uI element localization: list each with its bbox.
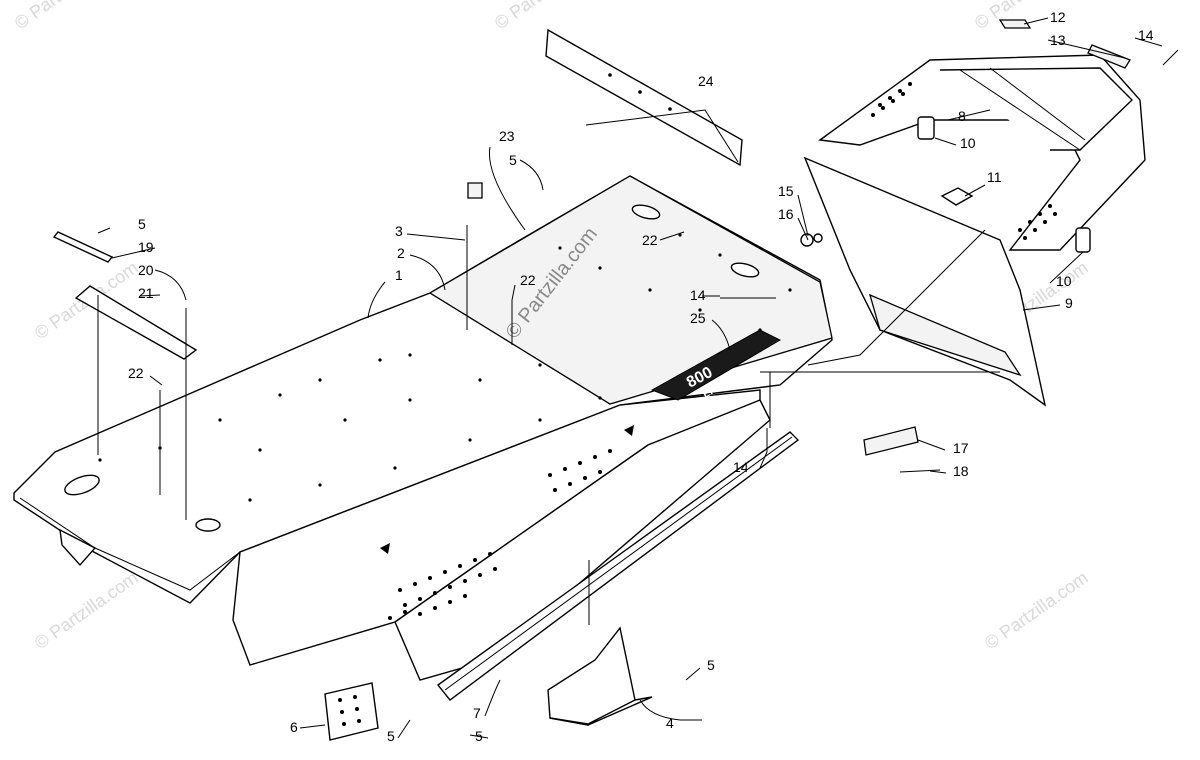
reflector-13 xyxy=(1087,44,1131,69)
reflector-12 xyxy=(998,19,1032,29)
callout-10: 10 xyxy=(960,135,976,151)
callout-16: 16 xyxy=(778,206,794,222)
callout-12: 12 xyxy=(1050,9,1066,25)
screw-18 xyxy=(899,469,941,473)
bracket-4 xyxy=(547,626,653,726)
washer-15-16 xyxy=(800,233,823,247)
callout-labels: 1 2 3 4 5 5 5 5 5 5 6 7 8 9 10 10 11 12 … xyxy=(128,9,1154,744)
callout-14: 14 xyxy=(1138,27,1154,43)
callout-2: 2 xyxy=(397,245,405,261)
flap-24 xyxy=(545,28,743,167)
callout-18: 18 xyxy=(953,463,969,479)
callout-5: 5 xyxy=(138,216,146,232)
tunnel-holes xyxy=(98,233,792,502)
callout-13: 13 xyxy=(1050,32,1066,48)
callout-10: 10 xyxy=(1056,273,1072,289)
watermark-text: © Partzilla.com xyxy=(981,567,1092,653)
watermark-text: © Partzilla.com xyxy=(11,0,122,33)
callout-4: 4 xyxy=(666,715,674,731)
callout-22: 22 xyxy=(128,365,144,381)
snow-flap-9 xyxy=(803,156,1047,407)
callout-14: 14 xyxy=(690,287,706,303)
callout-25: 25 xyxy=(690,310,706,326)
callout-14: 14 xyxy=(733,459,749,475)
callout-5: 5 xyxy=(387,728,395,744)
callout-3: 3 xyxy=(395,223,403,239)
callout-11: 11 xyxy=(987,169,1002,185)
callout-17: 17 xyxy=(953,440,969,456)
plate-6 xyxy=(324,682,379,741)
screw-14 xyxy=(720,49,1179,452)
plate-23 xyxy=(467,182,483,199)
callout-21: 21 xyxy=(138,285,154,301)
bracket-19-20-21 xyxy=(52,231,198,520)
callout-8: 8 xyxy=(958,108,966,124)
callout-1: 1 xyxy=(395,267,403,283)
callout-5: 5 xyxy=(509,152,517,168)
callout-22: 22 xyxy=(642,232,658,248)
callout-7: 7 xyxy=(473,705,481,721)
callout-20: 20 xyxy=(138,262,154,278)
leader-lines xyxy=(97,17,1163,739)
callout-22: 22 xyxy=(520,272,536,288)
callout-23: 23 xyxy=(499,128,515,144)
badge-17 xyxy=(863,426,919,456)
callout-5: 5 xyxy=(707,657,715,673)
tunnel-1 xyxy=(13,175,833,681)
callout-15: 15 xyxy=(778,183,794,199)
callout-24: 24 xyxy=(698,73,714,89)
callout-9: 9 xyxy=(1065,295,1073,311)
decal-25: 800 EFI xyxy=(650,329,782,401)
footrest-holes xyxy=(871,82,1057,240)
callout-19: 19 xyxy=(138,239,154,255)
rear-bumper-8 xyxy=(818,54,1146,251)
callout-6: 6 xyxy=(290,719,298,735)
nut-11 xyxy=(940,187,974,206)
watermark-text: © Partzilla.com xyxy=(491,0,602,33)
rail-7 xyxy=(436,431,800,701)
perforation-pattern xyxy=(388,449,612,620)
watermark-text: © Partzilla.com xyxy=(31,567,142,653)
